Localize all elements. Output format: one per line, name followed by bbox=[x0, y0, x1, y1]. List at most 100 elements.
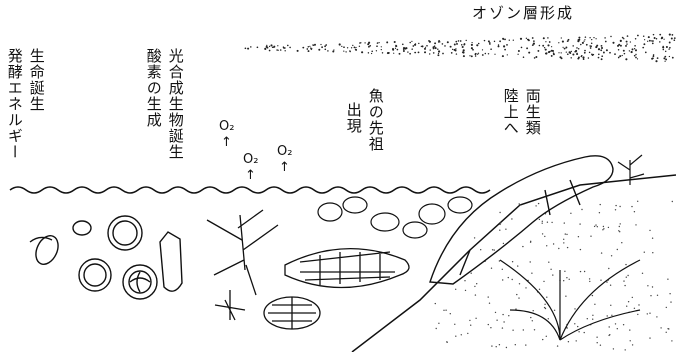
ozone-dot bbox=[561, 40, 564, 43]
land-dot bbox=[602, 225, 605, 228]
land-dot bbox=[499, 211, 501, 214]
land-dot bbox=[449, 313, 451, 315]
land-dot bbox=[446, 341, 448, 343]
ozone-dot bbox=[662, 45, 664, 48]
land-dot bbox=[494, 311, 497, 314]
ozone-dot bbox=[655, 60, 658, 63]
ozone-dot bbox=[461, 45, 464, 49]
ozone-dot bbox=[635, 53, 637, 56]
land-dot bbox=[541, 233, 544, 235]
land-dot bbox=[460, 334, 462, 336]
ozone-dot bbox=[595, 46, 598, 49]
ozone-dot bbox=[630, 51, 633, 53]
ozone-dot bbox=[565, 46, 568, 49]
land-dot bbox=[512, 329, 514, 331]
ozone-dot bbox=[661, 37, 663, 39]
ozone-dot bbox=[560, 52, 562, 54]
ozone-dot bbox=[590, 42, 593, 45]
ozone-dot bbox=[643, 43, 646, 46]
land-dot bbox=[476, 283, 478, 285]
ozone-dot bbox=[437, 52, 440, 55]
ozone-dot bbox=[673, 39, 676, 42]
land-dot bbox=[563, 280, 565, 282]
land-dot bbox=[445, 309, 447, 311]
ozone-dot bbox=[364, 42, 366, 44]
land-dot bbox=[547, 318, 549, 320]
ozone-dot bbox=[533, 40, 535, 42]
land-dot bbox=[638, 304, 640, 306]
ozone-dot bbox=[651, 42, 654, 45]
amphibians-label: 両生類 bbox=[523, 88, 542, 136]
ozone-dot bbox=[286, 44, 289, 47]
land-dot bbox=[608, 326, 610, 328]
ozone-dot bbox=[663, 38, 665, 40]
ozone-dot bbox=[349, 50, 351, 53]
land-dot bbox=[443, 309, 445, 311]
ozone-dot bbox=[417, 51, 420, 54]
ozone-dot bbox=[626, 35, 629, 37]
ozone-dot bbox=[487, 40, 490, 43]
ozone-dot bbox=[582, 58, 585, 61]
ozone-dot bbox=[504, 38, 506, 41]
ozone-dot bbox=[432, 47, 435, 50]
land-dot bbox=[671, 200, 673, 203]
ozone-dot bbox=[635, 56, 637, 59]
ozone-dot bbox=[386, 41, 389, 44]
ozone-dot bbox=[465, 39, 467, 42]
land-dot bbox=[566, 233, 568, 236]
ozone-dot bbox=[520, 46, 523, 49]
fish-ancestor-label: 魚の先祖 bbox=[366, 88, 385, 152]
ozone-dot bbox=[550, 46, 553, 48]
land-dot bbox=[579, 270, 582, 273]
ozone-dot bbox=[517, 50, 520, 52]
ozone-dot bbox=[471, 41, 473, 44]
ozone-dot bbox=[634, 37, 637, 40]
land-dot bbox=[487, 323, 489, 326]
land-dot bbox=[538, 218, 541, 221]
land-dot bbox=[656, 294, 659, 296]
land-dot bbox=[556, 345, 559, 347]
ozone-dot bbox=[424, 51, 426, 54]
ozone-dot bbox=[572, 53, 575, 56]
land-dot bbox=[579, 248, 582, 251]
ozone-dot bbox=[580, 43, 582, 46]
ozone-dot bbox=[392, 48, 395, 51]
land-dot bbox=[583, 331, 585, 334]
ozone-dot bbox=[434, 42, 437, 45]
ozone-dot bbox=[621, 54, 623, 57]
land-dot bbox=[670, 301, 672, 303]
ozone-dot bbox=[265, 45, 268, 48]
ozone-dot bbox=[359, 42, 361, 44]
land-dot bbox=[650, 295, 652, 297]
ozone-dot bbox=[497, 45, 500, 48]
land-dot bbox=[594, 303, 596, 305]
land-dot bbox=[529, 261, 531, 263]
ozone-dot bbox=[355, 46, 357, 49]
ozone-dot bbox=[671, 34, 674, 36]
ozone-dot bbox=[583, 40, 585, 42]
ozone-dot bbox=[268, 49, 271, 52]
ozone-dot bbox=[414, 43, 417, 46]
ozone-dot bbox=[459, 40, 462, 42]
ozone-dot bbox=[333, 49, 335, 51]
ozone-dot bbox=[412, 45, 415, 47]
ozone-dot bbox=[609, 51, 611, 54]
ozone-dot bbox=[481, 54, 484, 56]
ozone-label: オゾン層形成 bbox=[472, 4, 575, 22]
ozone-dot bbox=[663, 57, 666, 60]
land-dot bbox=[629, 340, 631, 342]
land-dot bbox=[624, 284, 626, 287]
land-dot bbox=[614, 323, 617, 325]
ozone-dot bbox=[490, 48, 492, 50]
land-dot bbox=[548, 261, 550, 263]
fermentation-energy-label: 発酵エネルギー bbox=[5, 48, 24, 160]
ozone-dot bbox=[532, 42, 535, 45]
ozone-dot bbox=[644, 51, 647, 54]
land-dot bbox=[643, 251, 645, 253]
ozone-dot bbox=[355, 48, 358, 51]
land-dot bbox=[546, 245, 548, 247]
land-dot bbox=[651, 237, 654, 239]
ozone-dot bbox=[577, 48, 580, 50]
ozone-dot bbox=[617, 49, 620, 51]
